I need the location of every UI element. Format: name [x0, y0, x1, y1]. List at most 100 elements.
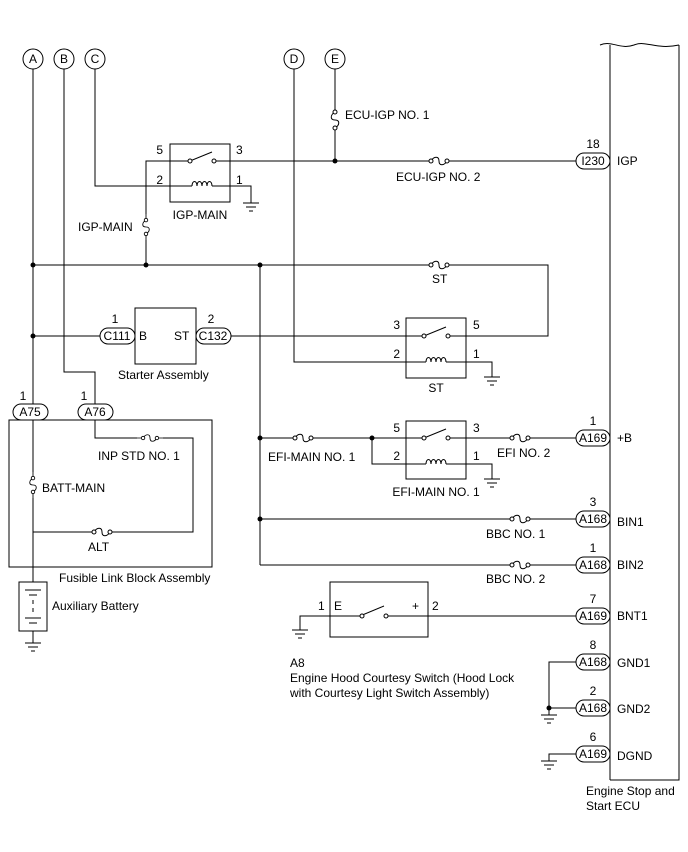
connector-c-label: C	[91, 52, 100, 66]
ecu-terminal-igp: I230 18 IGP	[575, 137, 638, 170]
fusible-pin-a75: 1	[20, 389, 27, 403]
ecu-terminal-name: GND2	[617, 702, 651, 716]
battery-label: Auxiliary Battery	[52, 599, 139, 613]
ecu-terminal-name: IGP	[617, 154, 638, 168]
igp-main-relay: 5 3 2 1 IGP-MAIN	[156, 143, 243, 222]
efi-relay-pin-1: 1	[473, 449, 480, 463]
ecu-pin-label: 1	[590, 541, 597, 555]
ground-icons	[25, 202, 557, 770]
fuse-igp-main-label: IGP-MAIN	[78, 220, 133, 234]
connector-e-label: E	[331, 52, 339, 66]
connector-c: C	[84, 48, 106, 70]
ecu-conn-label: I230	[581, 154, 605, 168]
hood-switch-id: A8	[290, 656, 305, 670]
efi-relay-pin-2: 2	[393, 449, 400, 463]
ecu-pin-label: 2	[590, 684, 597, 698]
fuse-bbc-2-label: BBC NO. 2	[486, 572, 546, 586]
starter-assembly: C111 C132 B ST 1 2 Starter Assembly	[99, 307, 232, 382]
ecu-terminal-gnd2: A168 2 GND2	[575, 684, 651, 717]
efi-relay-pin-3: 3	[473, 421, 480, 435]
ground-icon	[484, 478, 500, 488]
ecu-terminal-bnt1: A169 7 BNT1	[575, 592, 648, 625]
fuse-st-label: ST	[432, 272, 448, 286]
ecu-terminal-name: BIN2	[617, 558, 644, 572]
efi-relay-label: EFI-MAIN NO. 1	[392, 485, 480, 499]
fuse-ecu-igp-1: ECU-IGP NO. 1	[330, 105, 430, 135]
fuse-st: ST	[424, 260, 454, 286]
ecu-terminal-gnd1: A168 8 GND1	[575, 638, 651, 671]
fuse-ecu-igp-2-label: ECU-IGP NO. 2	[396, 170, 481, 184]
ecu-pin-label: 6	[590, 730, 597, 744]
connector-e: E	[324, 48, 346, 70]
fuse-efi-main-1-label: EFI-MAIN NO. 1	[268, 450, 356, 464]
ecu-conn-label: A168	[579, 701, 607, 715]
fuse-efi-main-1: EFI-MAIN NO. 1	[268, 433, 356, 464]
ecu-terminal-bin2: A168 1 BIN2	[575, 541, 644, 574]
ecu-pin-label: 3	[590, 495, 597, 509]
hood-switch-term-e: E	[334, 599, 342, 613]
igp-relay-pin-3: 3	[236, 143, 243, 157]
engine-stop-start-ecu: Engine Stop and Start ECU I230 18 IGP A1…	[575, 43, 680, 813]
fuse-bbc-2: BBC NO. 2	[486, 560, 546, 586]
fusible-link-block: A75 1 A76 1 INP STD NO. 1 BATT-MAIN ALT …	[8, 389, 213, 585]
ecu-terminals: I230 18 IGP A169 1 +B A168 3 BIN1 A168 1…	[575, 137, 653, 763]
fusible-conn-a76: A76	[84, 405, 106, 419]
st-relay-pin-5: 5	[473, 318, 480, 332]
connector-a: A	[22, 48, 44, 70]
ecu-conn-label: A169	[579, 431, 607, 445]
starter-conn-c132: C132	[199, 329, 228, 343]
ecu-conn-label: A169	[579, 609, 607, 623]
hood-switch-pin-1: 1	[318, 599, 325, 613]
starter-conn-c111: C111	[104, 329, 131, 343]
starter-pin-1: 1	[112, 312, 119, 326]
fusible-conn-a75: A75	[19, 405, 41, 419]
hood-courtesy-switch: E + 1 2 A8 Engine Hood Courtesy Switch (…	[289, 581, 515, 700]
connector-d-label: D	[290, 52, 299, 66]
fuse-alt-label: ALT	[88, 540, 110, 554]
fuse-ecu-igp-2: ECU-IGP NO. 2	[396, 156, 481, 184]
ecu-terminal-dgnd: A169 6 DGND	[575, 730, 653, 763]
fusible-block-label: Fusible Link Block Assembly	[59, 571, 210, 585]
ground-icon	[243, 202, 259, 212]
igp-relay-pin-1: 1	[236, 173, 243, 187]
igp-relay-label: IGP-MAIN	[173, 208, 228, 222]
igp-relay-pin-2: 2	[156, 173, 163, 187]
auxiliary-battery: Auxiliary Battery	[18, 567, 139, 632]
ground-icon	[541, 714, 557, 724]
ecu-terminal-name: +B	[617, 431, 632, 445]
ecu-terminal-bin1: A168 3 BIN1	[575, 495, 644, 529]
st-relay: 3 5 2 1 ST	[393, 317, 480, 395]
fusible-pin-a76: 1	[81, 389, 88, 403]
connector-b-label: B	[60, 52, 68, 66]
st-relay-pin-2: 2	[393, 347, 400, 361]
st-relay-label: ST	[428, 381, 444, 395]
junction-dots	[30, 158, 552, 711]
ground-icon	[541, 760, 557, 770]
ecu-terminal-name: GND1	[617, 656, 651, 670]
hood-switch-term-plus: +	[412, 599, 419, 613]
ecu-conn-label: A168	[579, 512, 607, 526]
ground-icon	[292, 629, 308, 639]
connector-d: D	[283, 48, 305, 70]
ecu-terminal-plus-b: A169 1 +B	[575, 414, 632, 447]
efi-main-relay: 5 3 2 1 EFI-MAIN NO. 1	[392, 420, 480, 499]
ground-icon	[25, 642, 41, 652]
fuse-efi-2: EFI NO. 2	[497, 433, 551, 460]
ecu-terminal-name: DGND	[617, 749, 653, 763]
ecu-pin-label: 8	[590, 638, 597, 652]
ecu-pin-label: 1	[590, 414, 597, 428]
st-relay-pin-3: 3	[393, 318, 400, 332]
fuse-batt-main-label: BATT-MAIN	[42, 481, 105, 495]
ecu-label-line2: Start ECU	[586, 799, 640, 813]
fuse-igp-main: IGP-MAIN	[78, 214, 150, 240]
ecu-terminal-name: BNT1	[617, 609, 648, 623]
ecu-label-line1: Engine Stop and	[586, 784, 675, 798]
starter-term-b: B	[139, 329, 147, 343]
connector-b: B	[53, 48, 75, 70]
ecu-conn-label: A169	[579, 747, 607, 761]
fuse-bbc-1: BBC NO. 1	[486, 514, 546, 541]
ecu-pin-label: 18	[586, 137, 600, 151]
ecu-pin-label: 7	[590, 592, 597, 606]
hood-switch-label-line2: with Courtesy Light Switch Assembly)	[289, 686, 489, 700]
hood-switch-label-line1: Engine Hood Courtesy Switch (Hood Lock	[290, 671, 515, 685]
